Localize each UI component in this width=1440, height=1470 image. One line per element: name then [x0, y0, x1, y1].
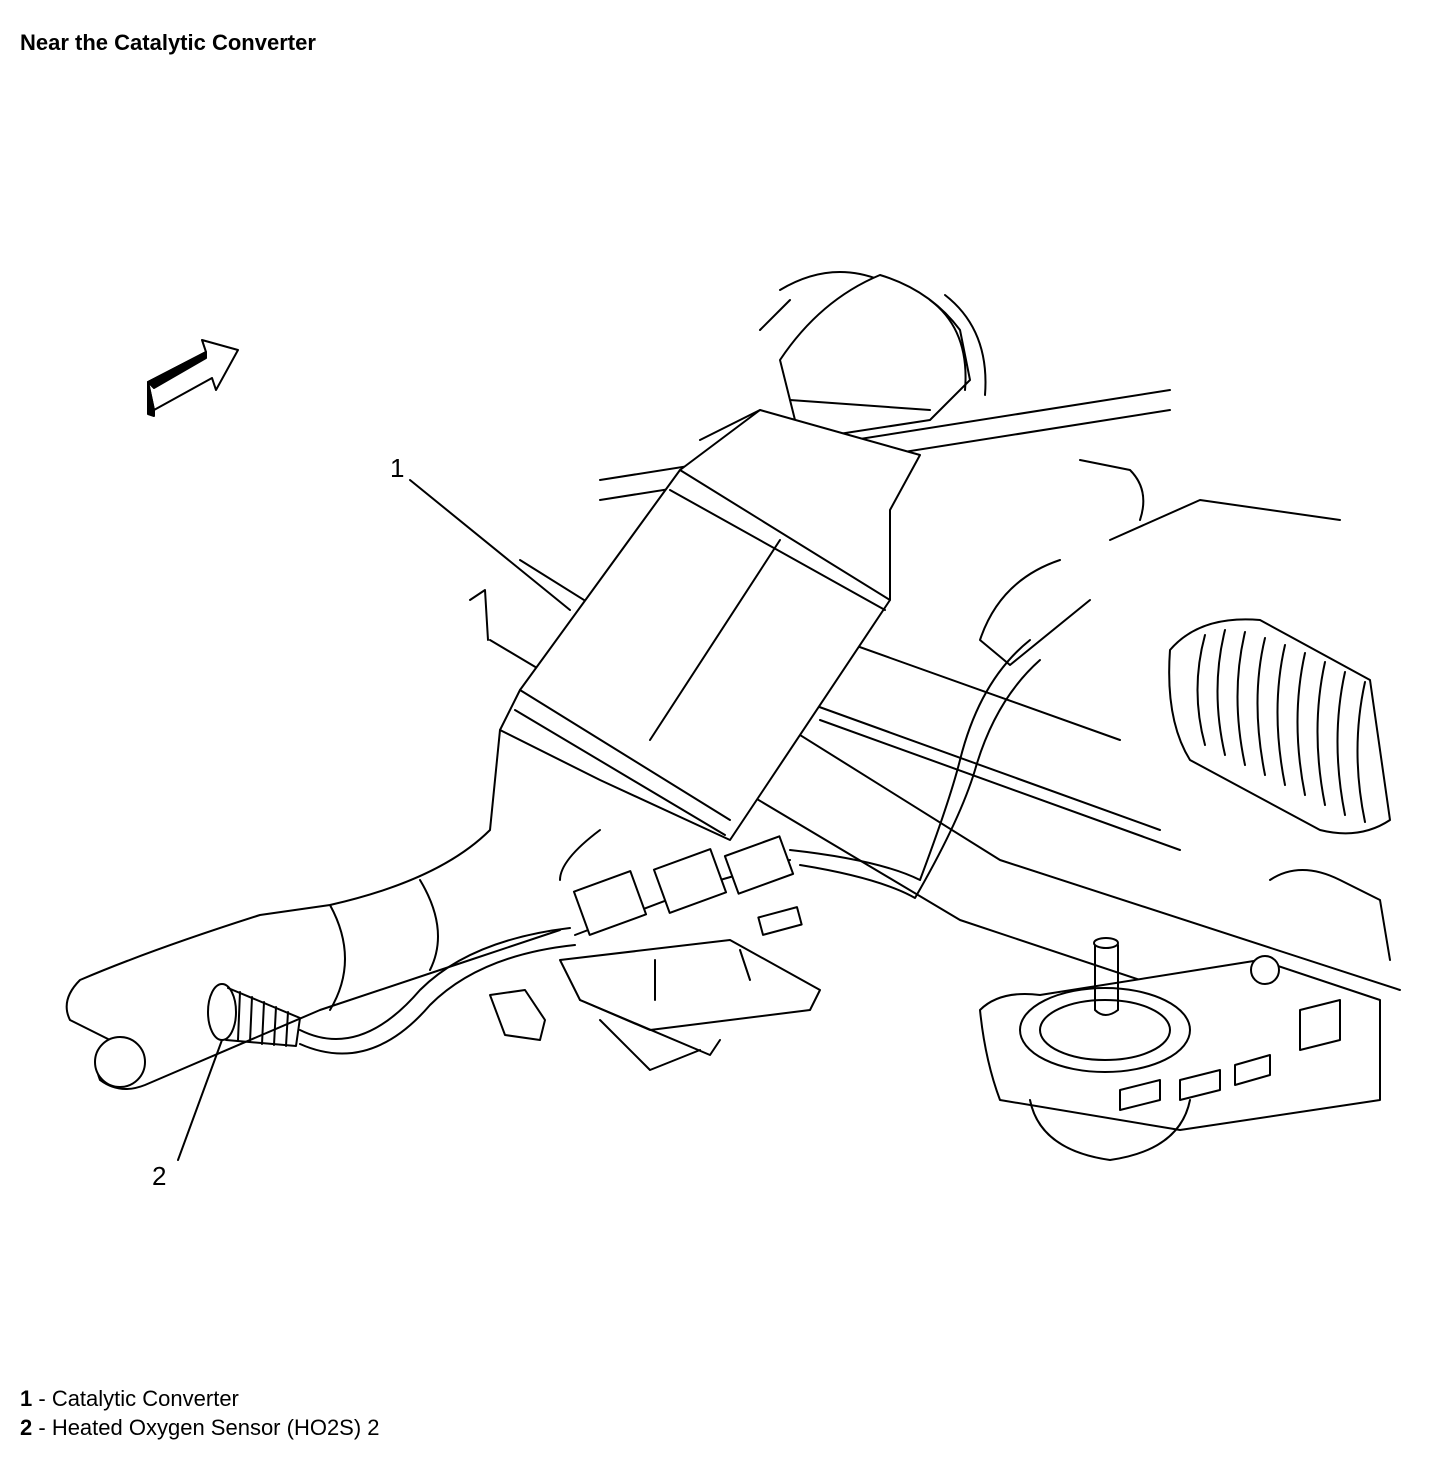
catalytic-converter: [499, 409, 921, 841]
direction-arrow-icon: [147, 339, 239, 417]
callout-1-leader: [409, 479, 571, 611]
diagram-title: Near the Catalytic Converter: [20, 30, 316, 55]
legend-text: Catalytic Converter: [51, 1386, 239, 1411]
legend-number: 1: [20, 1386, 33, 1411]
callout-2-label: 2: [152, 1161, 166, 1191]
legend-item: 1 - Catalytic Converter: [20, 1384, 380, 1413]
legend-separator: -: [32, 1415, 52, 1440]
upstream-exhaust-pipe: [779, 274, 987, 441]
legend-number: 2: [20, 1415, 33, 1440]
steering-rack: [979, 459, 1391, 835]
legend-text: Heated Oxygen Sensor (HO2S) 2: [51, 1415, 380, 1440]
harness-connector: [572, 835, 803, 936]
legend-item: 2 - Heated Oxygen Sensor (HO2S) 2: [20, 1413, 380, 1442]
downstream-exhaust-pipe: [65, 729, 601, 1090]
legend-separator: -: [32, 1386, 52, 1411]
legend: 1 - Catalytic Converter 2 - Heated Oxyge…: [20, 1384, 380, 1442]
callout-1-label: 1: [390, 453, 404, 483]
harness-bracket: [489, 939, 821, 1071]
heated-oxygen-sensor: [207, 983, 301, 1047]
engine-mount: [979, 869, 1391, 1161]
callout-2-leader: [177, 1039, 223, 1161]
